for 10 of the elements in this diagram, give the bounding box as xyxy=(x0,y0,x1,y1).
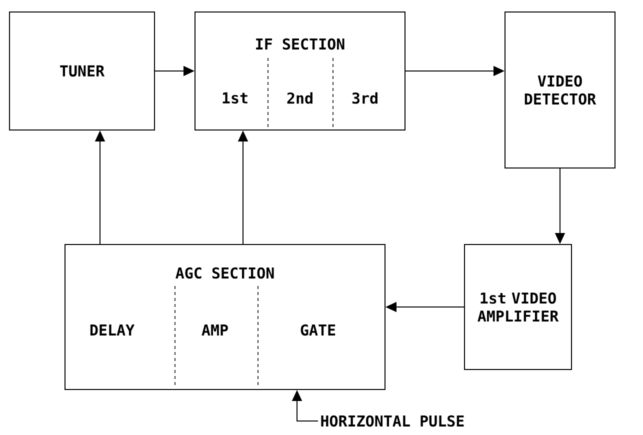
stage-label: 2nd xyxy=(287,92,312,104)
block-box: 1st VIDEO AMPLIFIER xyxy=(464,244,572,370)
block-box: TUNER xyxy=(9,12,155,130)
stage-label: GATE xyxy=(300,324,336,336)
block-box: VIDEO DETECTOR xyxy=(504,12,616,168)
stage-label: DELAY xyxy=(90,324,135,336)
stage-label: AMP xyxy=(202,324,228,336)
stage-label: 3rd xyxy=(352,92,378,104)
signal-label: HORIZONTAL PULSE xyxy=(321,415,464,427)
stage-label: 1st xyxy=(222,92,248,104)
